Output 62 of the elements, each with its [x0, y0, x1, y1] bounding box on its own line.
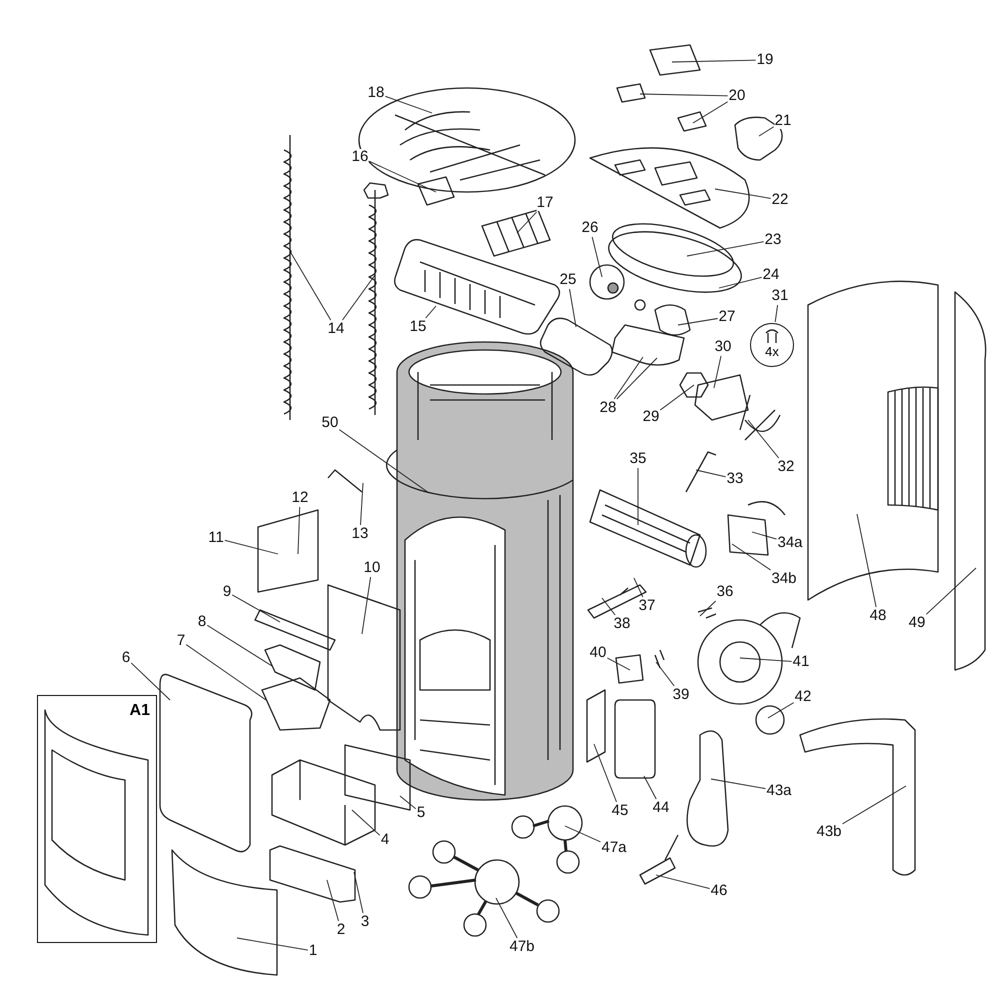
leader-line	[186, 644, 266, 700]
callout-number: 17	[536, 195, 554, 211]
leader-line	[130, 662, 170, 700]
leader-line	[758, 126, 774, 136]
leader-line	[656, 874, 710, 890]
leader-line	[644, 776, 657, 800]
leader-line	[718, 276, 762, 288]
leader-line	[656, 662, 675, 686]
leader-line	[569, 288, 576, 328]
leader-line	[692, 101, 728, 124]
leader-line	[700, 600, 716, 616]
leader-line	[926, 568, 976, 615]
leader-line	[732, 544, 772, 570]
leader-line	[678, 318, 718, 326]
leader-line	[606, 658, 630, 670]
leader-line	[752, 532, 777, 540]
leader-line	[236, 938, 308, 951]
leader-line	[614, 356, 644, 400]
inset-frame	[37, 695, 157, 943]
leader-line	[342, 274, 376, 320]
leader-line	[594, 744, 617, 802]
leader-line	[696, 470, 726, 478]
leader-line	[714, 356, 722, 388]
leader-line	[362, 576, 372, 634]
leader-line	[768, 702, 794, 718]
leader-line	[352, 810, 380, 836]
callout-number: 21	[774, 113, 792, 129]
leader-line	[748, 420, 780, 458]
leader-line	[232, 594, 280, 622]
leader-line	[640, 94, 728, 96]
leader-line	[634, 578, 644, 598]
leader-line	[298, 506, 300, 554]
leader-line	[368, 160, 436, 192]
leader-line	[856, 514, 877, 608]
leader-line	[290, 252, 332, 320]
leader-line	[660, 384, 694, 410]
leader-line	[354, 872, 364, 914]
leader-line	[384, 96, 432, 114]
leader-line	[206, 624, 272, 666]
leader-line	[686, 241, 764, 256]
leader-line	[774, 304, 778, 322]
leader-line	[564, 826, 601, 842]
leader-line	[740, 658, 792, 662]
callout-number: 16	[352, 149, 368, 165]
quantity-label: 4x	[765, 343, 779, 360]
leader-line	[616, 358, 658, 400]
leader-line	[338, 429, 430, 494]
leader-line	[425, 306, 436, 318]
leader-line	[516, 212, 538, 234]
leader-line	[842, 786, 906, 824]
leader-line	[714, 188, 772, 199]
leader-line	[224, 540, 278, 554]
leader-line	[592, 236, 602, 278]
leader-line	[672, 60, 756, 62]
leader-line	[326, 880, 339, 922]
leader-line	[360, 482, 364, 526]
inset-label: A1	[130, 702, 150, 719]
leader-line	[602, 598, 616, 616]
leader-line	[710, 778, 766, 790]
detail-circle	[750, 323, 794, 367]
leader-line	[496, 898, 518, 938]
leader-line	[400, 796, 416, 810]
